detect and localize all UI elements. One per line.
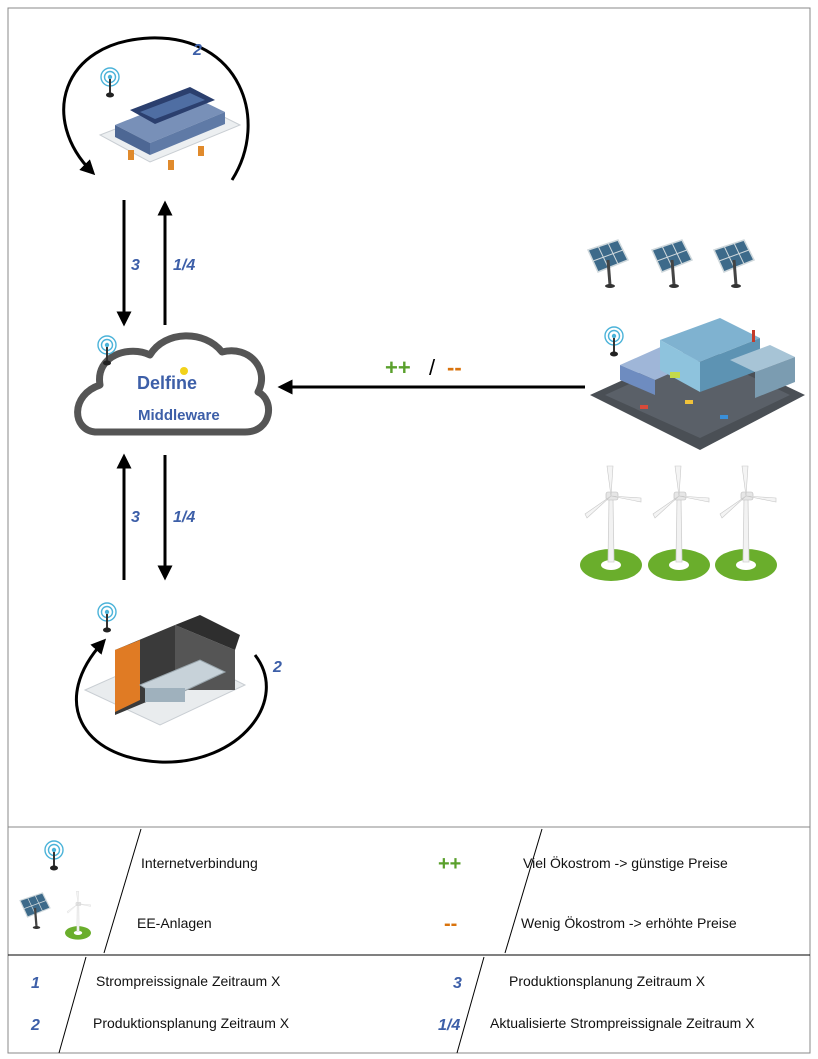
antenna-icon (604, 326, 624, 358)
legend-text-14: Aktualisierte Strompreissignale Zeitraum… (490, 1015, 755, 1031)
delfine-logo: Delfine (137, 373, 197, 393)
top-down-label: 3 (131, 257, 140, 274)
loop-bottom-label: 2 (272, 659, 282, 676)
top-up-label: 1/4 (173, 257, 195, 274)
middleware-label: Middleware (138, 407, 220, 424)
bottom-down-label: 1/4 (173, 509, 195, 526)
legend-minus-symbol: -- (444, 913, 457, 935)
wind-turbine-icon (647, 465, 711, 582)
diagram-frame (7, 7, 811, 1054)
legend-text-2: Produktionsplanung Zeitraum X (93, 1015, 290, 1031)
legend-plus-desc: Viel Ökostrom -> günstige Preise (523, 854, 728, 871)
legend-num-1: 1 (31, 975, 40, 992)
signal-minus: -- (447, 355, 462, 380)
antenna-icon (97, 602, 117, 634)
wind-turbine-icon (714, 465, 778, 582)
sun-icon (180, 367, 188, 375)
bottom-up-label: 3 (131, 509, 140, 526)
legend-num-2: 2 (30, 1017, 40, 1034)
solar-panel-icon (712, 238, 756, 290)
legend-num-3: 3 (453, 975, 462, 992)
industrial-park (590, 318, 805, 450)
legend-text-1: Strompreissignale Zeitraum X (96, 973, 281, 989)
legend: Internetverbindung ++ Viel Ökostrom -> g… (8, 826, 810, 1054)
legend-ee-label: EE-Anlagen (137, 915, 212, 931)
loop-arrow-bottom (74, 638, 268, 764)
loop-top-label: 2 (192, 42, 202, 59)
loop-arrow-top (62, 36, 250, 181)
legend-antenna-icon (44, 840, 64, 872)
factory-top (98, 87, 242, 170)
solar-panel-icon (650, 238, 694, 290)
legend-num-14: 1/4 (438, 1017, 460, 1034)
legend-text-3: Produktionsplanung Zeitraum X (509, 973, 706, 989)
signal-plus: ++ (385, 355, 411, 380)
solar-panel-icon (586, 238, 630, 290)
factory-bottom (83, 615, 247, 726)
signal-separator: / (429, 355, 436, 380)
wind-turbine-icon (579, 465, 643, 582)
legend-plus-symbol: ++ (438, 853, 461, 875)
legend-minus-desc: Wenig Ökostrom -> erhöhte Preise (521, 914, 737, 931)
middleware-cloud (74, 332, 272, 436)
legend-solar-icon (18, 891, 52, 931)
legend-turbine-icon (64, 891, 92, 940)
antenna-icon (100, 67, 120, 99)
legend-internet-label: Internetverbindung (141, 855, 258, 871)
